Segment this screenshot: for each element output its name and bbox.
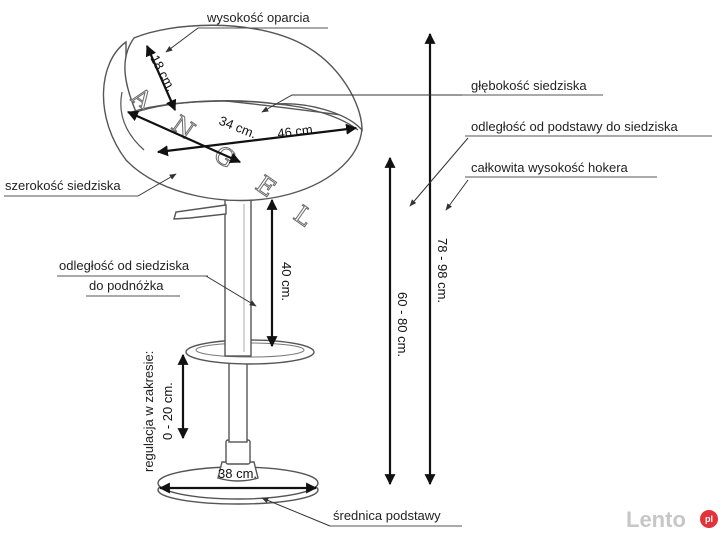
lento-logo: Lento pl (626, 507, 718, 532)
base-collar (225, 439, 251, 465)
label-seat-to-footrest-1: odległość od siedziska (59, 258, 190, 273)
dim-footrest: 40 cm. (279, 262, 294, 301)
leader-backrest (165, 27, 199, 53)
dim-seat-height: 60 - 80 cm. (395, 292, 410, 357)
dim-base: 38 cm. (218, 466, 257, 481)
dim-width: 46 cm. (277, 121, 318, 141)
lower-column (228, 357, 248, 443)
leader-base-to-seat (409, 137, 469, 207)
label-adjustment: regulacja w zakresie: (141, 351, 156, 472)
leader-base-diameter (261, 497, 331, 527)
brand-badge-icon (700, 510, 718, 528)
label-total-height: całkowita wysokość hokera (471, 160, 629, 175)
label-backrest-height: wysokość oparcia (206, 10, 310, 25)
label-base-diameter: średnica podstawy (333, 508, 441, 523)
dimension-arrows (126, 32, 436, 494)
backrest-height-arrow (145, 44, 177, 112)
brand-badge: pl (705, 514, 713, 524)
dim-total-height: 78 - 98 cm. (435, 238, 450, 303)
watermark-letter: L (289, 200, 320, 233)
leader-seat-width (137, 173, 177, 197)
leader-total-height (445, 179, 469, 211)
gas-lift-column (224, 199, 252, 357)
seat-width-arrow (156, 123, 358, 157)
base-hub (217, 461, 259, 482)
brand-name: Lento (626, 507, 686, 532)
height-lever (173, 204, 227, 220)
callout-labels: wysokość oparcia głębokość siedziska odl… (4, 10, 712, 527)
label-seat-to-footrest-2: do podnóżka (89, 278, 164, 293)
leader-seat-to-footrest (205, 275, 257, 307)
label-seat-width: szerokość siedziska (5, 178, 121, 193)
dim-adjust-range: 0 - 20 cm. (160, 382, 175, 440)
leader-seat-depth (261, 94, 462, 113)
label-seat-depth: głębokość siedziska (471, 78, 587, 93)
label-base-to-seat: odległość od podstawy do siedziska (471, 119, 678, 134)
